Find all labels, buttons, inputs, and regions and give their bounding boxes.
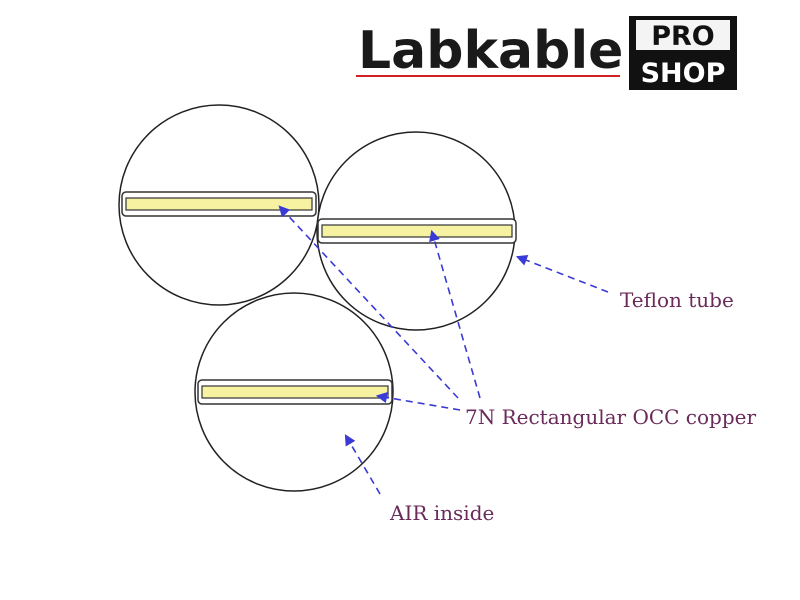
badge-top-panel	[636, 20, 730, 50]
arrow-copper-1	[278, 205, 459, 399]
labkable-logo: Labkable PRO SHOP	[356, 16, 737, 90]
copper-conductor-3	[201, 385, 389, 399]
label-air-inside: AIR inside	[389, 501, 494, 525]
callout-arrows	[278, 205, 609, 495]
copper-conductor-2	[321, 224, 513, 238]
arrow-teflon-tube	[515, 255, 609, 293]
cable-tube-3	[194, 292, 394, 492]
badge-shop-text: SHOP	[641, 58, 726, 89]
label-copper: 7N Rectangular OCC copper	[465, 405, 756, 429]
arrow-copper-3	[375, 391, 461, 411]
cable-tube-2	[316, 131, 517, 331]
label-teflon-tube: Teflon tube	[620, 288, 734, 312]
cable-tube-1	[118, 104, 320, 306]
arrow-copper-2	[429, 229, 481, 399]
badge-pro-text: PRO	[651, 21, 715, 52]
pro-shop-badge: PRO SHOP	[629, 16, 737, 90]
copper-conductor-1	[125, 197, 313, 211]
logo-brand-text: Labkable	[358, 21, 623, 81]
